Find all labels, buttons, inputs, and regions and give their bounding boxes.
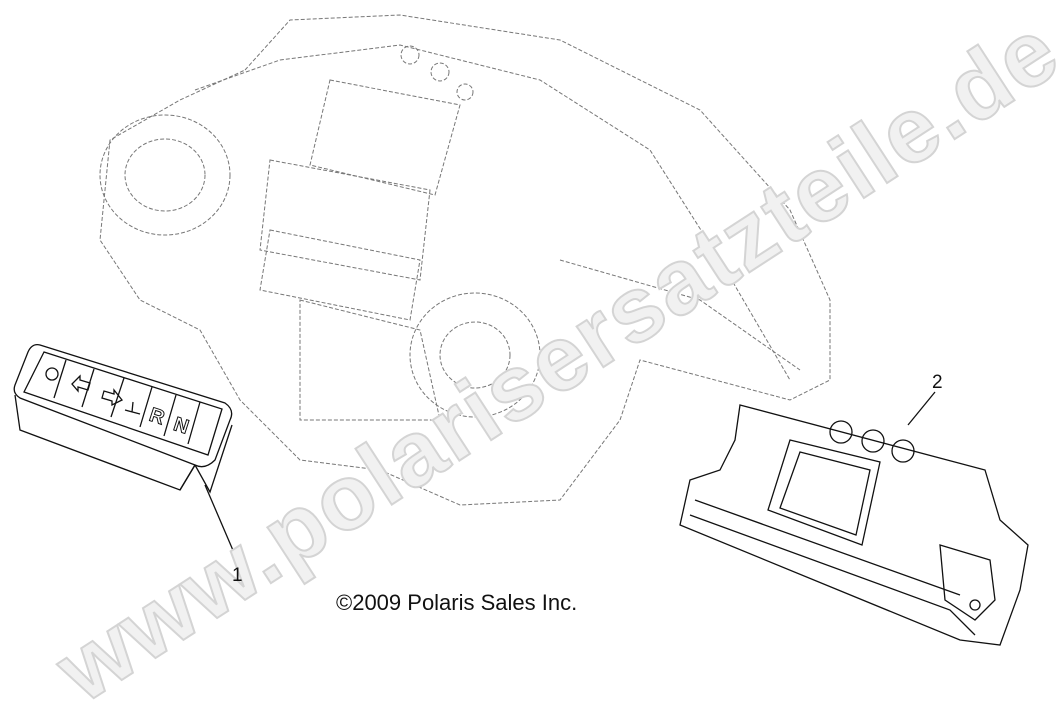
leader-line-1	[204, 484, 239, 563]
turn-right-icon	[101, 388, 124, 407]
dashboard-pod-ghost	[99, 14, 831, 506]
park-brake-icon	[124, 401, 141, 415]
parts-diagram: R N	[13, 14, 1029, 646]
leader-line-2	[907, 391, 936, 426]
copyright-text: ©2009 Polaris Sales Inc.	[336, 590, 578, 615]
reverse-letter: R	[147, 404, 168, 430]
callout-2: 2	[932, 372, 943, 393]
indicator-light-panel: R N	[13, 344, 239, 563]
headlight-icon	[45, 367, 59, 381]
turn-left-icon	[71, 374, 91, 393]
instrument-cluster	[679, 391, 1029, 646]
neutral-letter: N	[171, 413, 192, 438]
callout-1: 1	[232, 565, 243, 586]
